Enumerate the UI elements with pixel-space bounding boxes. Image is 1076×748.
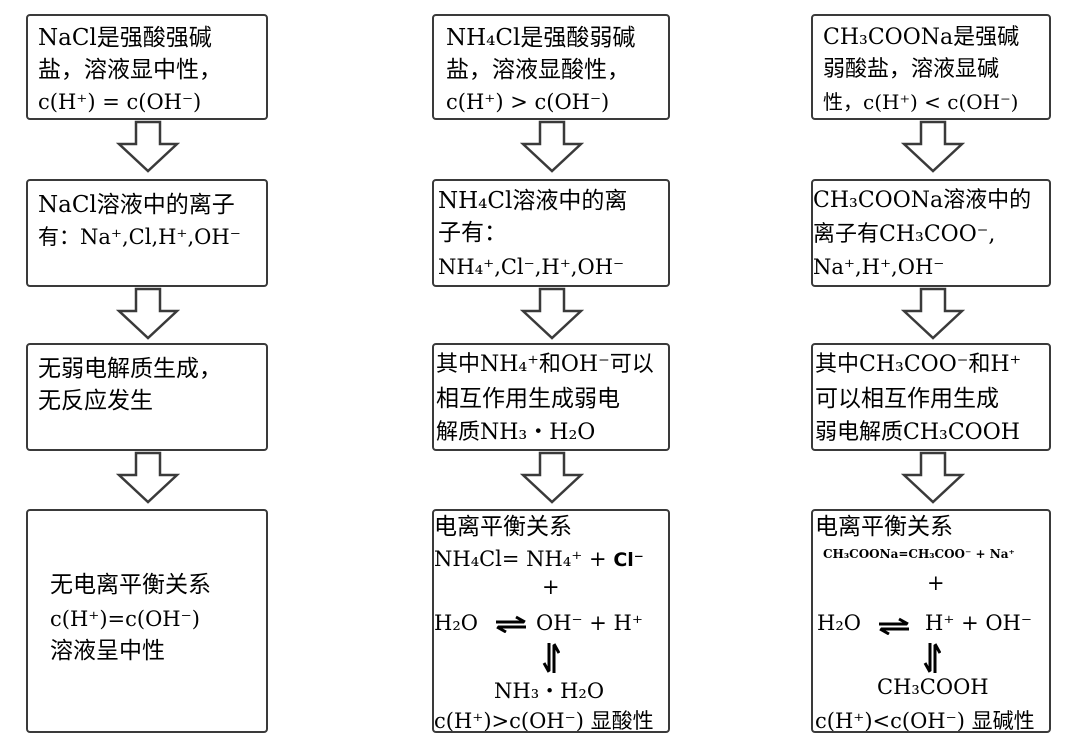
col3-box2-line2: 离子有CH₃COO⁻,	[813, 222, 996, 247]
col2-box4-eq1-left: NH₄Cl= NH₄⁺ +	[434, 547, 614, 571]
col1-box2-line2: 有：Na⁺,Cl,H⁺,OH⁻	[38, 225, 241, 249]
col3-box4-product: CH₃COOH	[877, 675, 989, 699]
col3-box4-eq1: CH₃COONa=CH₃COO⁻ + Na⁺	[823, 547, 1015, 561]
col3-arrow-3	[901, 451, 965, 505]
col2-box2: NH₄Cl溶液中的离 子有： NH₄⁺,Cl⁻,H⁺,OH⁻	[432, 179, 670, 287]
col3-box4-conclusion: c(H⁺)<c(OH⁻) 显碱性	[815, 709, 1035, 733]
col3-box4-eq2-right: H⁺ + OH⁻	[925, 611, 1032, 635]
col3-equilibrium-arrow-icon	[877, 617, 911, 635]
col2-vertical-equilibrium-icon	[542, 641, 560, 675]
col1-box2-line1: NaCl溶液中的离子	[38, 192, 235, 218]
col2-box4-title: 电离平衡关系	[434, 514, 572, 540]
col2-box1-line1: NH₄Cl是强酸弱碱	[446, 25, 636, 51]
col3-box3: 其中CH₃COO⁻和H⁺ 可以相互作用生成 弱电解质CH₃COOH	[811, 343, 1051, 451]
col3-box1-line2: 弱酸盐，溶液显碱	[823, 57, 1000, 82]
col2-box3-line1: 其中NH₄⁺和OH⁻可以	[436, 352, 654, 377]
col2-box2-line3: NH₄⁺,Cl⁻,H⁺,OH⁻	[438, 255, 625, 279]
col1-box1-line3: c(H⁺) = c(OH⁻)	[38, 90, 202, 114]
col2-box4-eq2-left: H₂O	[434, 611, 478, 635]
col1-arrow-3	[116, 451, 180, 505]
col3-box3-line1: 其中CH₃COO⁻和H⁺	[815, 352, 1022, 377]
col3-box1: CH₃COONa是强碱 弱酸盐，溶液显碱 性，c(H⁺) < c(OH⁻)	[811, 14, 1051, 120]
col2-box1-line2: 盐，溶液显酸性，	[446, 57, 630, 83]
col1-box4-line1: 无电离平衡关系	[50, 572, 211, 598]
col2-box3-line2: 相互作用生成弱电	[436, 386, 620, 412]
col3-box4-eq2-left: H₂O	[817, 611, 861, 635]
col2-box4-conclusion: c(H⁺)>c(OH⁻) 显酸性	[434, 709, 654, 733]
col3-box2-line1: CH₃COONa溶液中的	[813, 188, 1032, 213]
col2-arrow-3	[520, 451, 584, 505]
col2-box3-line3: 解质NH₃・H₂O	[436, 420, 596, 445]
col3-box3-line2: 可以相互作用生成	[815, 386, 999, 412]
col3-vertical-equilibrium-icon	[923, 641, 941, 675]
col2-box4-plus: +	[542, 575, 560, 599]
col3-box3-line3: 弱电解质CH₃COOH	[815, 420, 1020, 445]
col3-arrow-1	[901, 120, 965, 174]
col1-box1-line1: NaCl是强酸强碱	[38, 25, 212, 51]
col2-box4-eq2-right: OH⁻ + H⁺	[536, 611, 643, 635]
col2-box3: 其中NH₄⁺和OH⁻可以 相互作用生成弱电 解质NH₃・H₂O	[432, 343, 670, 451]
col3-box1-line1: CH₃COONa是强碱	[823, 25, 1020, 50]
col2-box1: NH₄Cl是强酸弱碱 盐，溶液显酸性， c(H⁺) > c(OH⁻)	[432, 14, 670, 120]
col1-box3-line2: 无反应发生	[38, 388, 153, 414]
col1-box3: 无弱电解质生成， 无反应发生	[26, 343, 268, 451]
col3-box2: CH₃COONa溶液中的 离子有CH₃COO⁻, Na⁺,H⁺,OH⁻	[811, 179, 1051, 287]
col2-box4-eq1-right: Cl⁻	[613, 549, 644, 571]
col1-arrow-1	[116, 120, 180, 174]
col1-box2: NaCl溶液中的离子 有：Na⁺,Cl,H⁺,OH⁻	[26, 179, 268, 287]
col1-box4: 无电离平衡关系 c(H⁺)=c(OH⁻) 溶液呈中性	[26, 509, 268, 733]
col1-box3-line1: 无弱电解质生成，	[38, 356, 222, 382]
col3-box4-plus: +	[927, 571, 945, 595]
col1-box1-line2: 盐，溶液显中性，	[38, 57, 222, 83]
col2-box4: 电离平衡关系 NH₄Cl= NH₄⁺ + Cl⁻ + H₂O OH⁻ + H⁺ …	[432, 509, 670, 733]
col3-arrow-2	[901, 287, 965, 341]
col1-box4-line3: 溶液呈中性	[50, 638, 165, 664]
col2-arrow-2	[520, 287, 584, 341]
col2-arrow-1	[520, 120, 584, 174]
col3-box1-line3: 性，c(H⁺) < c(OH⁻)	[823, 90, 1019, 114]
col2-box4-product: NH₃・H₂O	[494, 679, 605, 703]
col3-box4: 电离平衡关系 CH₃COONa=CH₃COO⁻ + Na⁺ + H₂O H⁺ +…	[811, 509, 1051, 733]
col1-box4-line2: c(H⁺)=c(OH⁻)	[50, 607, 200, 631]
col2-box2-line2: 子有：	[438, 220, 507, 246]
col2-box2-line1: NH₄Cl溶液中的离	[438, 188, 628, 214]
col3-box4-title: 电离平衡关系	[815, 514, 953, 540]
col3-box2-line3: Na⁺,H⁺,OH⁻	[813, 255, 945, 279]
col1-box1: NaCl是强酸强碱 盐，溶液显中性， c(H⁺) = c(OH⁻)	[26, 14, 268, 120]
col2-equilibrium-arrow-icon	[494, 615, 528, 633]
col1-arrow-2	[116, 287, 180, 341]
col2-box1-line3: c(H⁺) > c(OH⁻)	[446, 90, 610, 114]
